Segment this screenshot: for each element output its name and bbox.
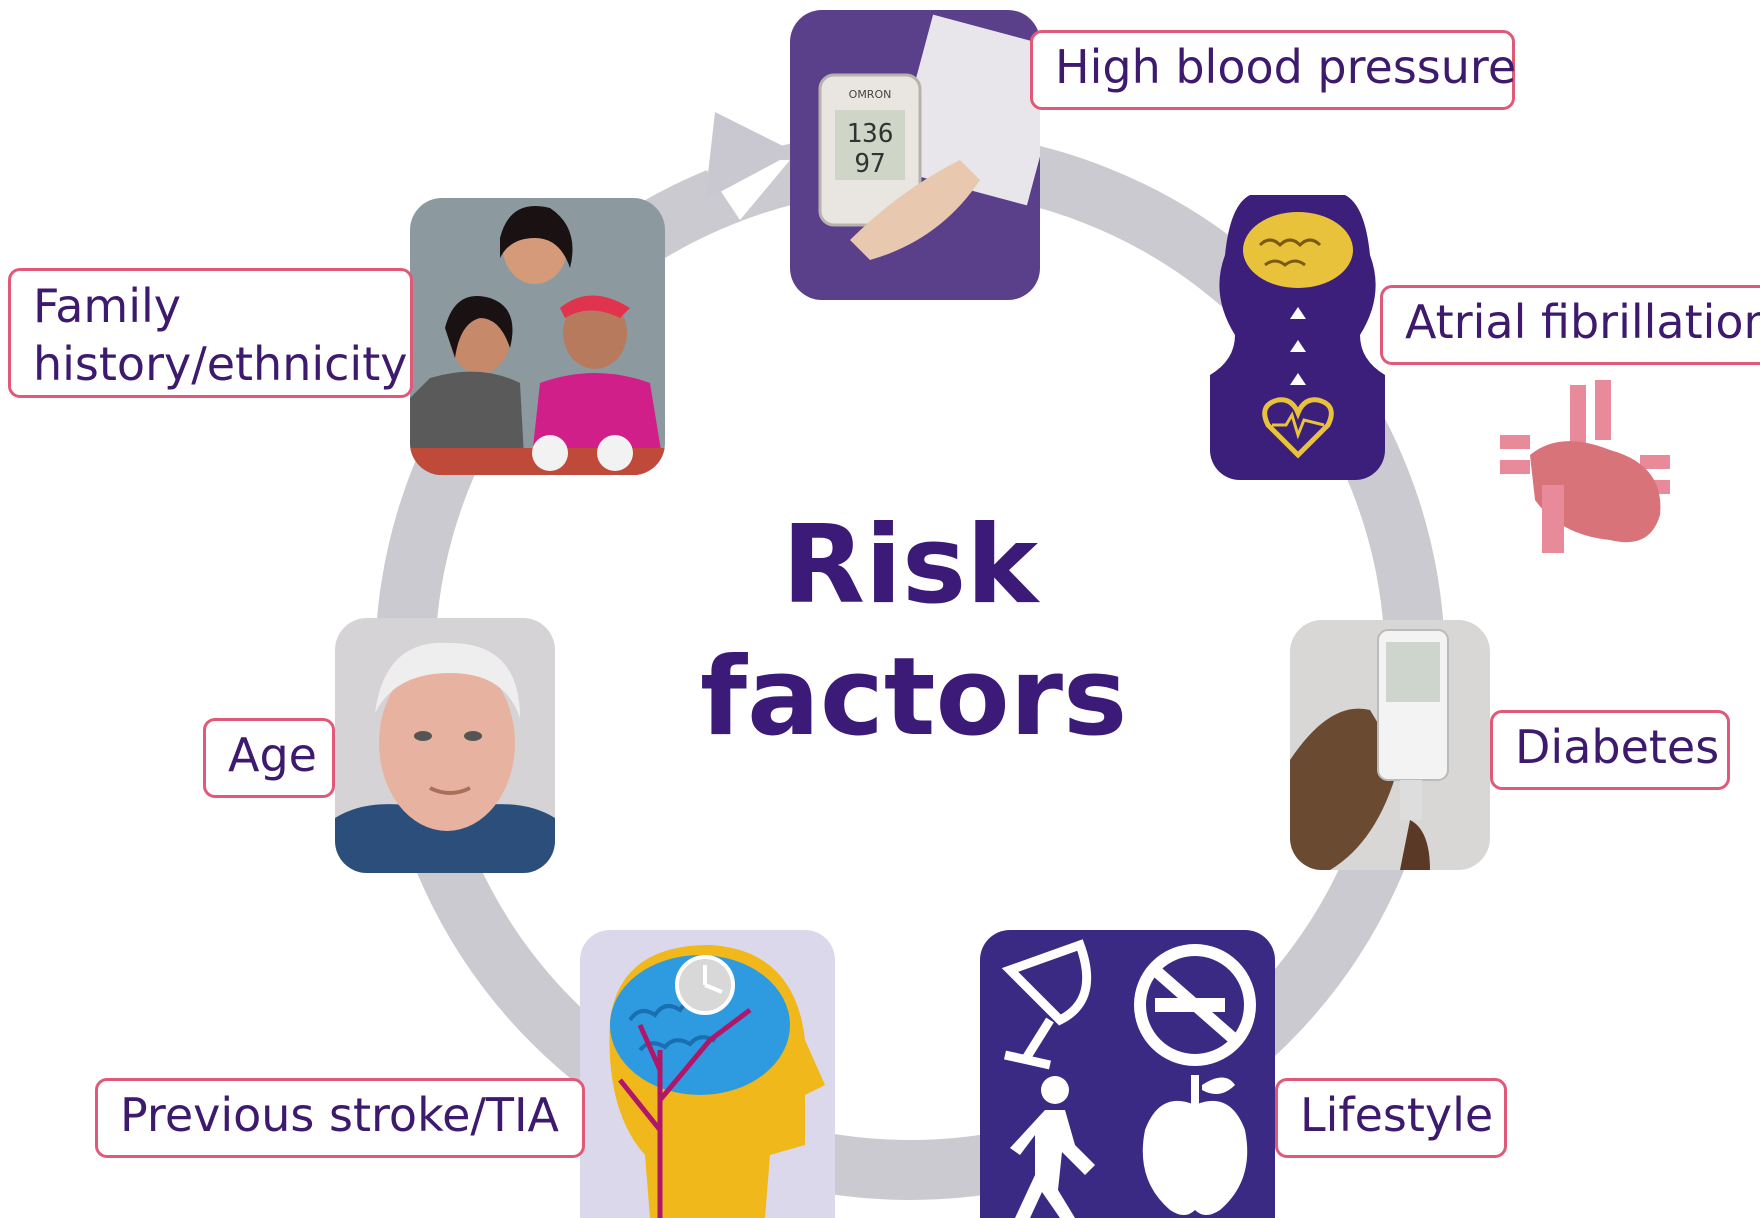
wine-glass-icon	[1001, 939, 1092, 1070]
label-high-blood-pressure: High blood pressure	[1030, 30, 1516, 110]
glucose-meter-photo	[1290, 620, 1490, 870]
bp-reading-top: 136	[847, 119, 894, 149]
label-previous-stroke: Previous stroke/TIA	[95, 1078, 585, 1158]
label-family-line-2: history/ethnicity	[33, 337, 408, 391]
apple-icon	[1142, 1075, 1248, 1215]
label-age: Age	[203, 718, 335, 798]
label-family-line-1: Family	[33, 279, 182, 333]
blood-vessel-icon	[618, 1008, 752, 1218]
walking-person-icon	[1010, 1076, 1095, 1218]
heart-pulse-icon	[1262, 397, 1334, 459]
upward-arrows-icon	[1290, 307, 1306, 385]
older-man-photo	[335, 618, 555, 873]
label-atrial-fibrillation: Atrial fibrillation	[1380, 285, 1760, 365]
label-family-history: Family history/ethnicity	[8, 268, 413, 398]
title-line-1: Risk	[781, 503, 1039, 628]
lifestyle-icons	[980, 930, 1275, 1218]
title-line-2: factors	[700, 635, 1128, 760]
diagram-title: Risk factors	[700, 500, 1128, 764]
bp-reading-bottom: 97	[854, 149, 885, 179]
stroke-head-illustration	[580, 930, 835, 1218]
blood-pressure-photo: 136 97 OMRON	[790, 10, 1040, 300]
cycle-arrow-icon	[705, 112, 795, 200]
label-lifestyle: Lifestyle	[1275, 1078, 1507, 1158]
label-diabetes: Diabetes	[1490, 710, 1730, 790]
brain-heart-illustration	[1210, 195, 1385, 480]
no-smoking-icon	[1134, 944, 1256, 1066]
family-photo	[410, 198, 665, 475]
heart-icon	[1460, 375, 1760, 555]
bp-brand: OMRON	[849, 88, 892, 101]
